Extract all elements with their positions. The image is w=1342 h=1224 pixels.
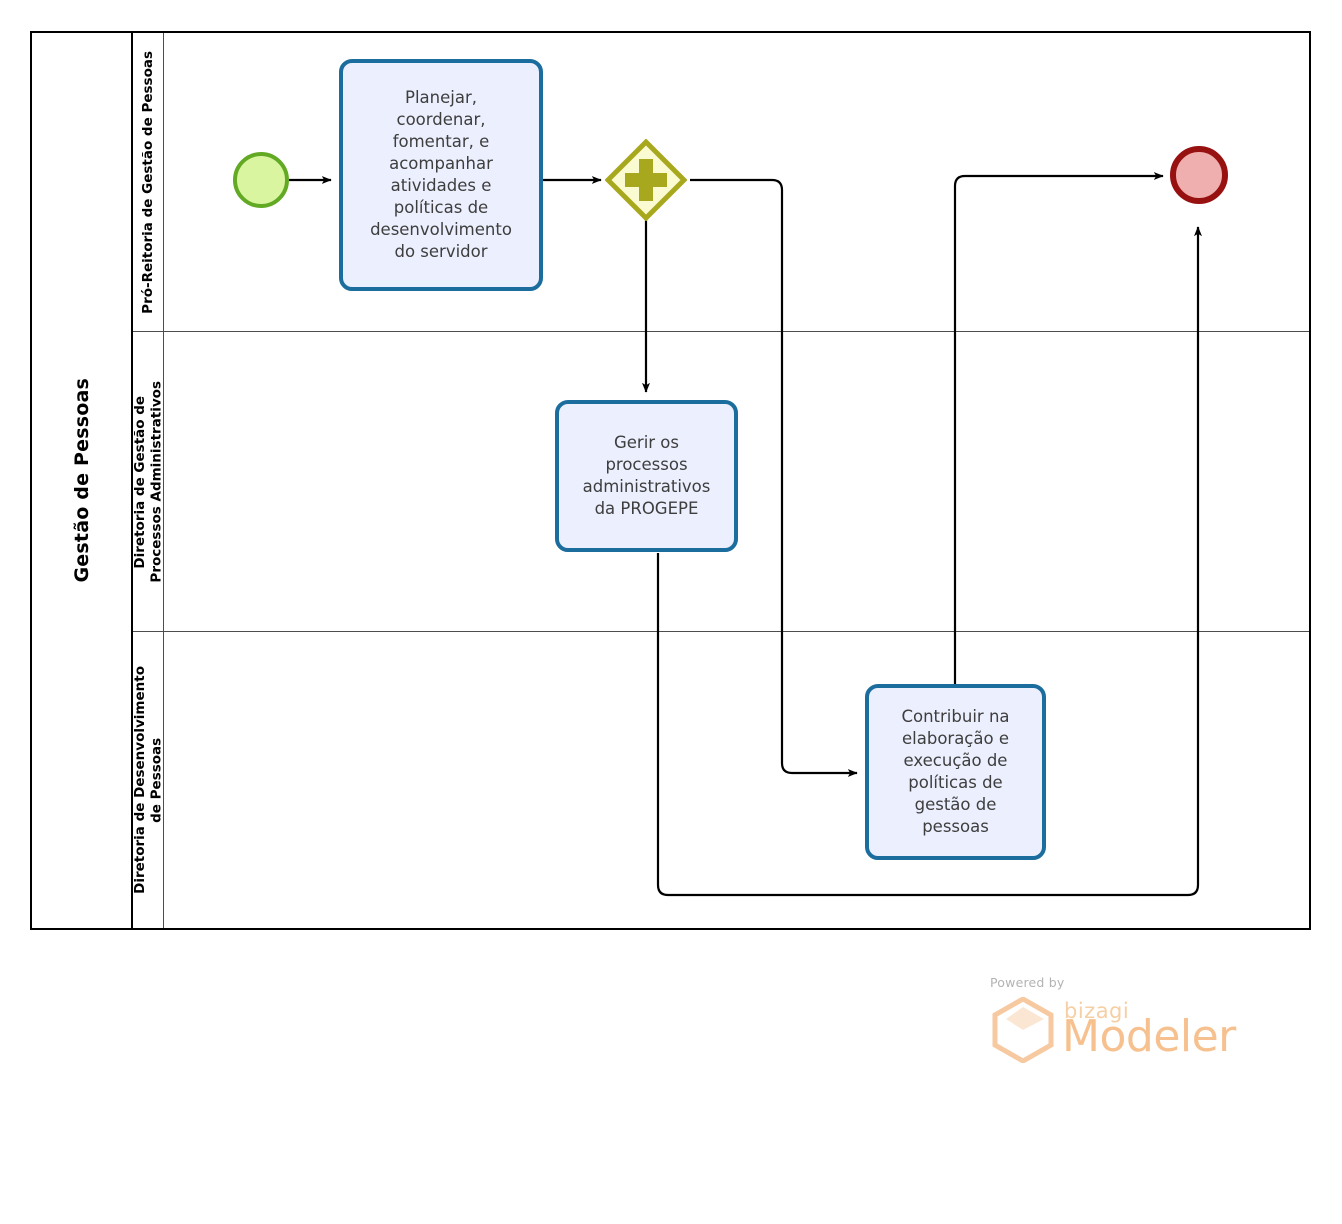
task-contribuir-label: Contribuir na elaboração e execução de p… (901, 707, 1010, 836)
lane-label-gestao-processos: Diretoria de Gestão de Processos Adminis… (131, 380, 164, 583)
lane-diretoria-de-desenvolvimento-de-pessoas[interactable]: Diretoria de Desenvolvimento de Pessoas (131, 631, 1309, 928)
task-gerir-processos-administrativos[interactable]: Gerir os processos administrativos da PR… (555, 400, 738, 552)
lane-label-desenvolvimento: Diretoria de Desenvolvimento de Pessoas (131, 666, 164, 894)
watermark-product-label: Modeler (1062, 1011, 1236, 1062)
task-planejar-label: Planejar, coordenar, fomentar, e acompan… (370, 88, 512, 261)
pool-header: Gestão de Pessoas (32, 33, 133, 928)
bizagi-watermark: Powered by bizagi Modeler (990, 975, 1250, 1065)
pool-title: Gestão de Pessoas (70, 378, 93, 583)
bizagi-hexagon-logo-icon (992, 997, 1054, 1063)
start-event[interactable] (233, 152, 289, 208)
task-gerir-label: Gerir os processos administrativos da PR… (582, 433, 711, 518)
lane-pro-reitoria-de-gestao-de-pessoas[interactable]: Pró-Reitoria de Gestão de Pessoas (133, 33, 1309, 331)
task-planejar-coordenar-fomentar[interactable]: Planejar, coordenar, fomentar, e acompan… (339, 59, 543, 291)
lane-header-gestao-processos: Diretoria de Gestão de Processos Adminis… (131, 332, 164, 631)
watermark-brand-label: bizagi (1064, 999, 1130, 1023)
lane-header-pro-reitoria: Pró-Reitoria de Gestão de Pessoas (133, 33, 164, 331)
plus-icon (625, 159, 667, 201)
watermark-powered-by-label: Powered by (990, 975, 1065, 990)
end-event[interactable] (1170, 146, 1228, 204)
parallel-gateway[interactable] (605, 139, 687, 221)
task-contribuir-elaboracao-execucao[interactable]: Contribuir na elaboração e execução de p… (865, 684, 1046, 860)
lane-label-pro-reitoria: Pró-Reitoria de Gestão de Pessoas (139, 50, 156, 314)
lane-header-desenvolvimento: Diretoria de Desenvolvimento de Pessoas (131, 632, 164, 928)
